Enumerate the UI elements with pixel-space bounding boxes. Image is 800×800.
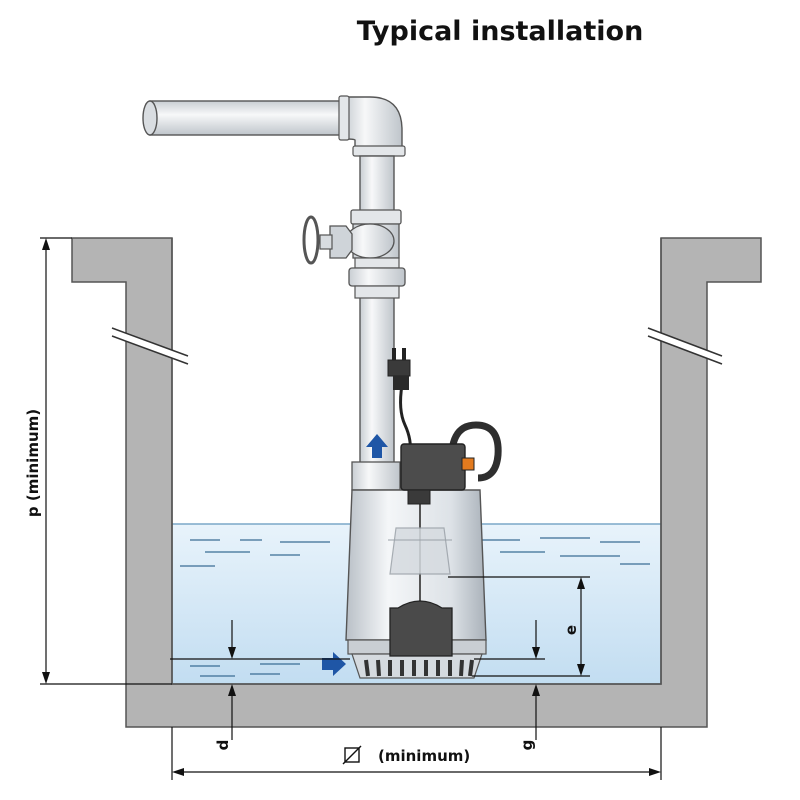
water-ripples: [180, 537, 650, 677]
wall-break-left: [111, 327, 189, 365]
sump-cavity-outline: [171, 238, 662, 685]
diagram-title: Typical installation: [357, 16, 644, 47]
dimension-e: [448, 576, 590, 677]
dimension-p: [40, 237, 172, 685]
dimension-width: [171, 727, 662, 780]
dimension-g: [474, 620, 545, 740]
dimension-p-label: p (minimum): [24, 409, 42, 517]
submersible-pump: [345, 421, 502, 679]
power-cable: [387, 348, 412, 456]
discharge-pipe: [142, 95, 406, 467]
diameter-square-icon: [342, 745, 362, 765]
pipe-union: [348, 257, 406, 299]
outlet-flow-arrow: [366, 434, 388, 458]
dimension-e-label: e: [562, 625, 580, 635]
gate-valve: [302, 209, 402, 265]
dimension-d-label: d: [214, 740, 232, 751]
inlet-flow-arrow: [322, 652, 346, 676]
dimension-g-label: g: [518, 740, 536, 751]
wall-break-right: [647, 327, 723, 365]
dimension-width-label: (minimum): [378, 747, 470, 765]
dimension-d: [170, 620, 350, 740]
